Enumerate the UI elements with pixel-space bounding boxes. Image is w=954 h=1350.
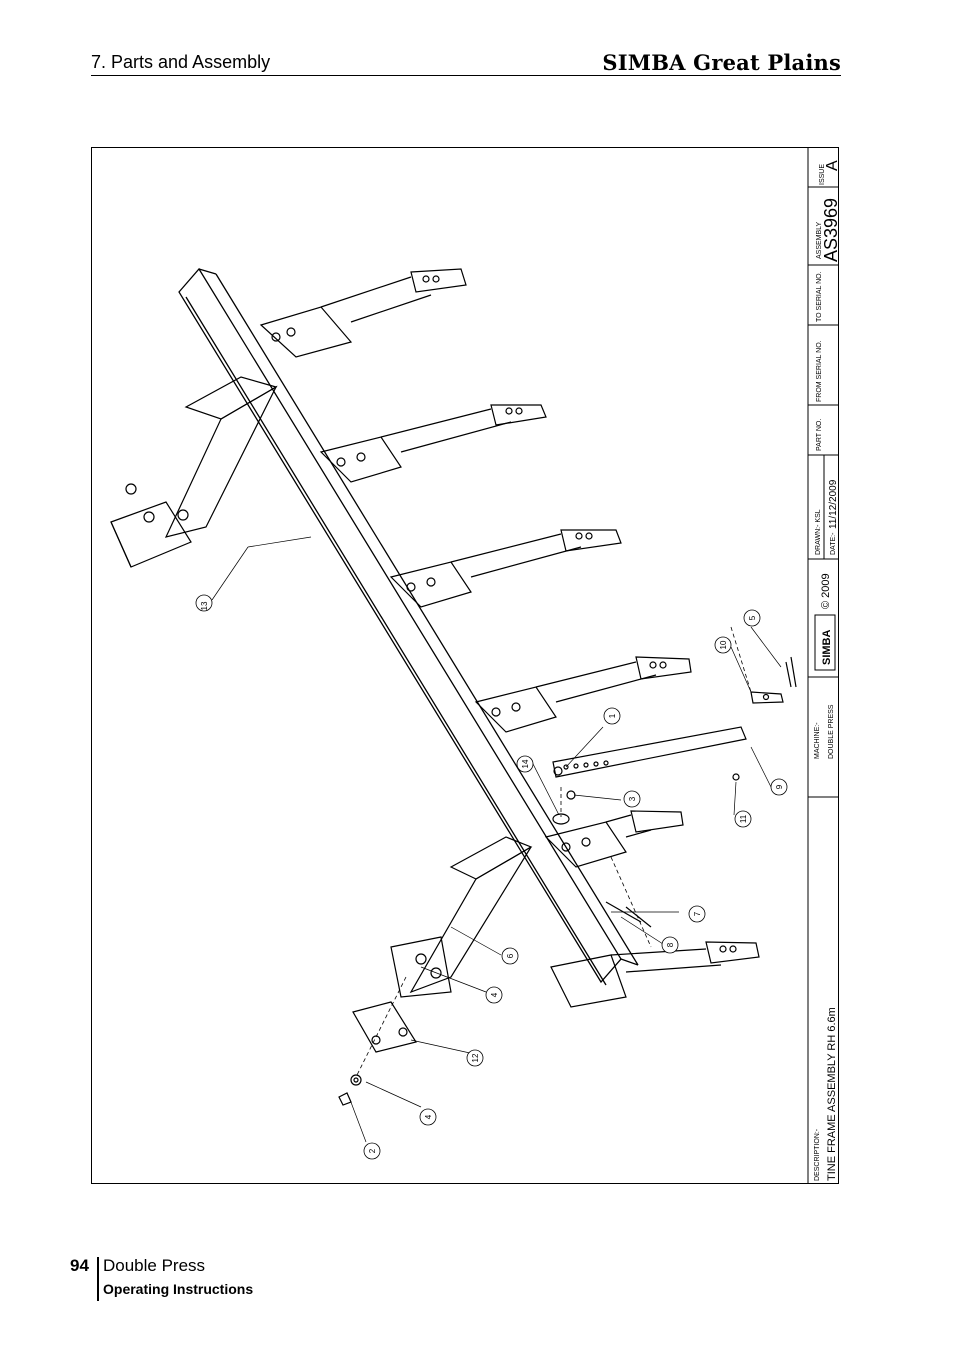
part-no-label: PART NO. [816, 419, 823, 451]
svg-text:1: 1 [608, 713, 617, 718]
callout-4-upper: 4 [485, 986, 503, 1004]
issue-value: A [824, 160, 839, 171]
svg-text:13: 13 [200, 601, 209, 610]
lower-leg [390, 836, 533, 998]
assembly-value: AS3969 [821, 198, 839, 262]
parts-drawing: ISSUE A ASSEMBLY AS3969 TO SERIAL NO. FR… [110, 147, 839, 1184]
header-divider [91, 75, 841, 76]
svg-text:AS3969: AS3969 [821, 198, 839, 262]
upper-leg [110, 376, 278, 568]
brand-logo: SIMBA Great Plains [602, 50, 841, 75]
svg-text:2: 2 [368, 1148, 377, 1153]
svg-text:ISSUE: ISSUE [819, 164, 826, 185]
svg-text:A: A [824, 160, 839, 171]
assembly-lines [355, 626, 752, 1078]
svg-text:4: 4 [490, 992, 499, 997]
svg-text:PART NO.: PART NO. [816, 419, 823, 451]
tine-arm-5 [544, 810, 684, 868]
title-block [807, 147, 839, 1184]
svg-text:14: 14 [521, 759, 530, 768]
page-number: 94 [70, 1256, 89, 1275]
section-title: 7. Parts and Assembly [91, 52, 271, 72]
main-frame-beam [178, 267, 639, 986]
svg-text:DOUBLE PRESS: DOUBLE PRESS [828, 704, 835, 759]
svg-text:DATE:-: DATE:- [830, 532, 837, 555]
svg-text:4: 4 [424, 1114, 433, 1119]
svg-text:9: 9 [775, 784, 784, 789]
simba-logo: SIMBA [814, 614, 836, 671]
copyright-text: © 2009 [820, 573, 832, 609]
svg-text:8: 8 [666, 942, 675, 947]
callout-5: 5 [743, 609, 761, 627]
callout-8: 8 [661, 936, 679, 954]
footer-title: Double Press [103, 1256, 206, 1275]
issue-label: ISSUE [819, 164, 826, 185]
date-label: DATE:- [830, 532, 837, 555]
svg-text:TINE FRAME ASSEMBLY RH 6.6m: TINE FRAME ASSEMBLY RH 6.6m [826, 1007, 838, 1181]
callout-2: 2 [363, 1142, 381, 1160]
from-serial-label: FROM SERIAL NO. [816, 340, 823, 402]
callout-12: 12 [466, 1049, 484, 1067]
tine-arm-3 [389, 529, 622, 608]
svg-text:6: 6 [506, 953, 515, 958]
svg-text:ASSEMBLY: ASSEMBLY [816, 221, 823, 259]
drawn-label: DRAWN:- KSL [815, 509, 822, 555]
footer-divider [97, 1257, 99, 1301]
drawing-frame [91, 147, 839, 1184]
callout-4-lower: 4 [419, 1108, 437, 1126]
svg-text:12: 12 [471, 1053, 480, 1062]
callout-11: 11 [734, 810, 752, 828]
svg-text:5: 5 [748, 615, 757, 620]
svg-text:11: 11 [739, 814, 748, 823]
svg-text:DESCRIPTION:-: DESCRIPTION:- [814, 1128, 821, 1181]
callout-leaders [211, 536, 782, 1143]
callout-6: 6 [501, 947, 519, 965]
svg-text:DRAWN:- KSL: DRAWN:- KSL [815, 509, 822, 555]
tine-arm-2 [319, 404, 547, 483]
date-value: 11/12/2009 [828, 479, 839, 529]
machine-label: MACHINE:- [814, 722, 821, 759]
callout-10: 10 [714, 636, 732, 654]
assembly-label: ASSEMBLY [816, 221, 823, 259]
description-value: TINE FRAME ASSEMBLY RH 6.6m [826, 1007, 838, 1181]
machine-value: DOUBLE PRESS [828, 704, 835, 759]
tine-arm-4 [474, 656, 692, 733]
tine-arm-6 [550, 941, 760, 1008]
footer-subtitle: Operating Instructions [103, 1281, 254, 1297]
svg-text:© 2009: © 2009 [820, 573, 832, 609]
callout-7: 7 [688, 905, 706, 923]
svg-text:TO SERIAL NO.: TO SERIAL NO. [816, 271, 823, 322]
svg-text:7: 7 [693, 911, 702, 916]
exploded-clamp-plate [338, 766, 740, 1106]
svg-text:MACHINE:-: MACHINE:- [814, 722, 821, 759]
callout-14: 14 [516, 755, 534, 773]
callout-9: 9 [770, 778, 788, 796]
description-label: DESCRIPTION:- [814, 1128, 821, 1181]
callout-1: 1 [603, 707, 621, 725]
svg-text:FROM SERIAL NO.: FROM SERIAL NO. [816, 340, 823, 402]
callout-13: 13 [195, 594, 213, 612]
svg-text:10: 10 [719, 640, 728, 649]
svg-text:3: 3 [628, 796, 637, 801]
svg-text:11/12/2009: 11/12/2009 [828, 479, 839, 529]
callout-3: 3 [623, 790, 641, 808]
exploded-tine-arm [552, 656, 797, 778]
svg-text:SIMBA: SIMBA [821, 630, 833, 666]
tine-arm-1 [259, 268, 467, 358]
to-serial-label: TO SERIAL NO. [816, 271, 823, 322]
